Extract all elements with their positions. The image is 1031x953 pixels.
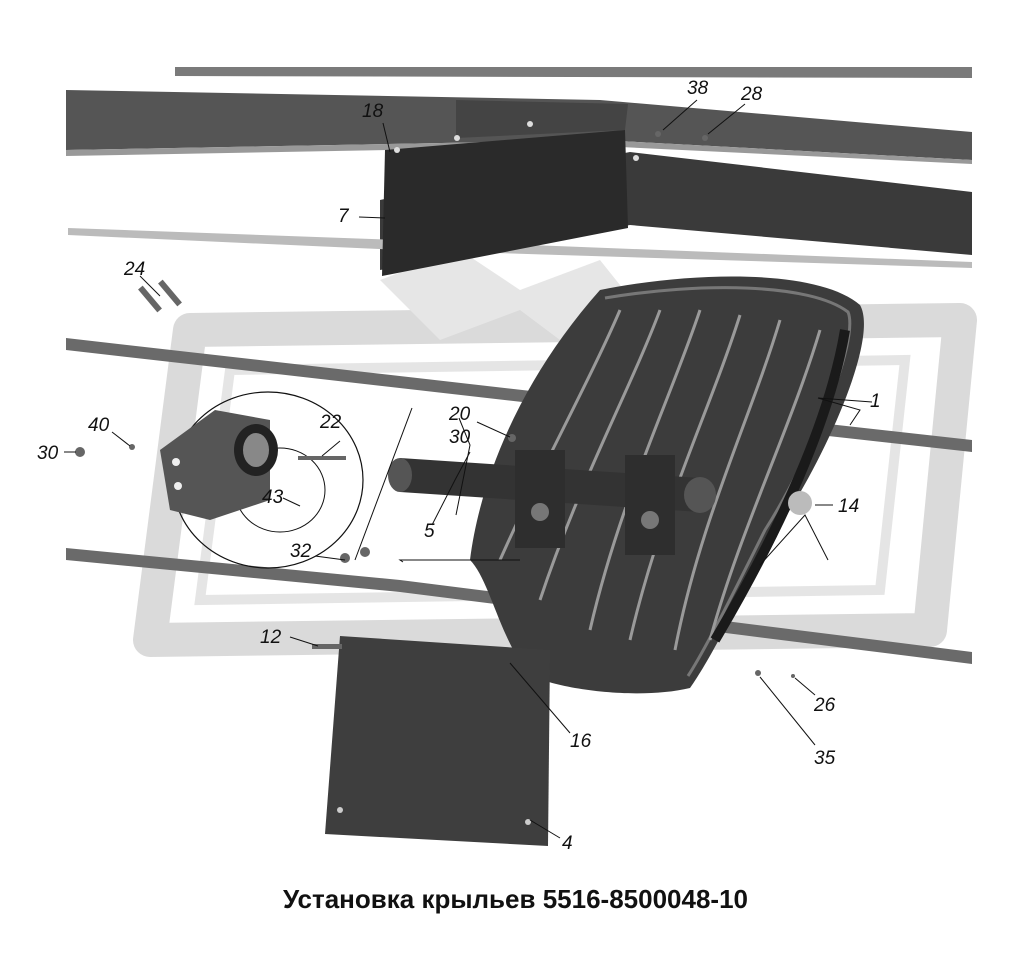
callout-1: 1 bbox=[870, 391, 881, 412]
callout-4: 4 bbox=[562, 833, 573, 854]
callout-30-center: 30 bbox=[449, 427, 471, 448]
callout-24: 24 bbox=[123, 259, 145, 280]
clamp-bracket bbox=[160, 391, 364, 569]
mud-flap bbox=[325, 636, 550, 846]
callout-40: 40 bbox=[88, 415, 110, 436]
callout-22: 22 bbox=[319, 412, 342, 433]
callout-14: 14 bbox=[838, 496, 859, 517]
fasteners bbox=[75, 131, 812, 678]
callout-7: 7 bbox=[338, 206, 350, 227]
callout-labels: 18 7 38 28 24 40 30 20 30 22 43 5 32 1 1… bbox=[37, 78, 881, 854]
support-tube bbox=[388, 450, 716, 555]
callout-30-left: 30 bbox=[37, 443, 59, 464]
callout-28: 28 bbox=[740, 84, 763, 105]
callout-32: 32 bbox=[290, 541, 312, 562]
callout-16: 16 bbox=[570, 731, 592, 752]
bracket-plate bbox=[382, 100, 639, 276]
callout-5: 5 bbox=[424, 521, 435, 542]
callout-38: 38 bbox=[687, 78, 709, 99]
diagram-caption: Установка крыльев 5516-8500048-10 bbox=[282, 884, 749, 914]
callout-43: 43 bbox=[262, 487, 284, 508]
callout-12: 12 bbox=[260, 627, 282, 648]
callout-26: 26 bbox=[813, 695, 836, 716]
leader-lines bbox=[64, 99, 873, 839]
callout-35: 35 bbox=[814, 748, 836, 769]
callout-18: 18 bbox=[362, 101, 384, 122]
callout-20: 20 bbox=[448, 404, 471, 425]
